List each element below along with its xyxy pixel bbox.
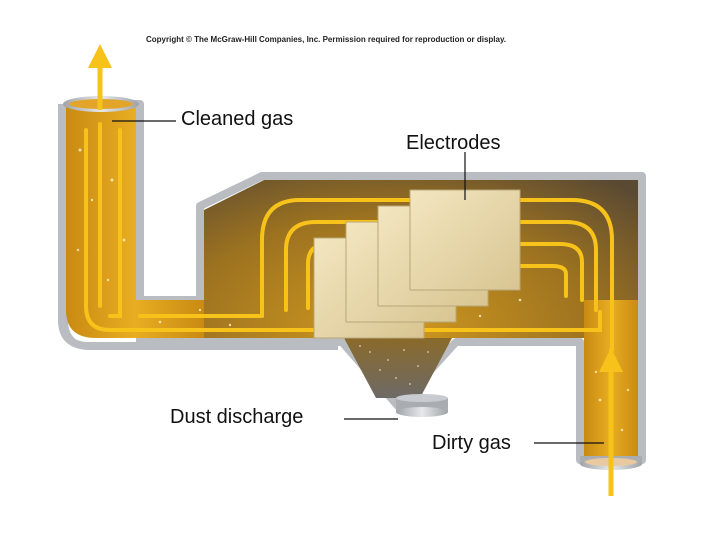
copyright-notice: Copyright © The McGraw-Hill Companies, I… [146, 35, 507, 44]
electrodes-label: Electrodes [406, 132, 501, 154]
dirty-gas-arrowhead [599, 348, 623, 372]
dust-discharge-label: Dust discharge [170, 406, 304, 428]
electrode-plates [313, 189, 521, 339]
dirty-gas-label: Dirty gas [432, 432, 511, 454]
dust-hopper [344, 338, 452, 398]
gas-bubbles [76, 148, 630, 432]
electrode-plate-4 [409, 189, 521, 291]
dust-particles [359, 345, 429, 385]
cleaned-gas-label: Cleaned gas [181, 108, 294, 130]
dust-discharge-outlet [396, 394, 448, 417]
leader-lines [112, 120, 604, 444]
cleaned-gas-arrowhead [88, 44, 112, 68]
flow-arrows [88, 44, 623, 496]
